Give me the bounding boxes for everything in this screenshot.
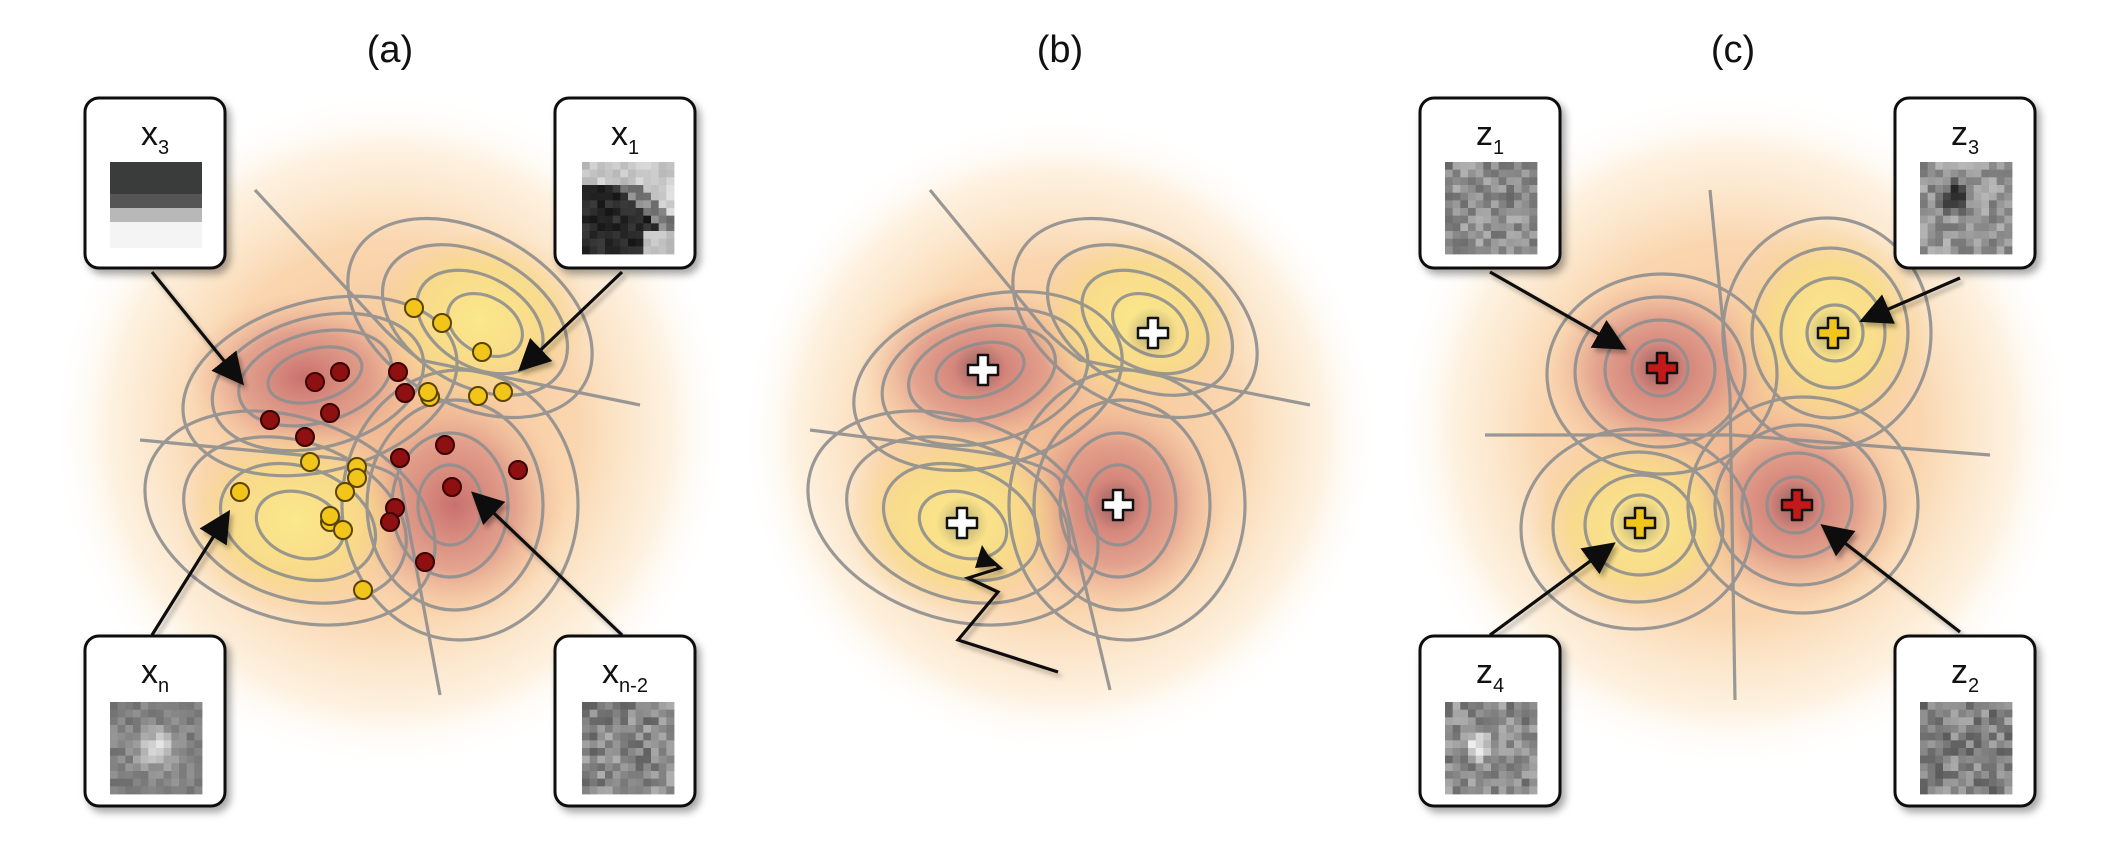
panel-c: z1 z3 z4 z2 <box>1393 90 2073 808</box>
red-plus-marker <box>1780 488 1814 522</box>
yellow-point <box>353 580 373 600</box>
z-3-image <box>1920 162 2013 255</box>
panel-label-b: (b) <box>1037 29 1083 71</box>
dark-red-point <box>395 383 415 403</box>
dark-red-point <box>305 372 325 392</box>
panel-b <box>740 115 1380 755</box>
z-3-label: z3 <box>1951 115 1979 159</box>
mode-markers <box>1623 316 1850 540</box>
white-plus-marker <box>966 353 1000 387</box>
x-1-image <box>582 162 675 255</box>
panel-label-c: (c) <box>1711 29 1755 71</box>
yellow-point <box>333 520 353 540</box>
z-2-image <box>1920 702 2013 795</box>
z-4-image <box>1445 702 1538 795</box>
x-n-2-label: xn-2 <box>602 653 648 697</box>
dark-red-point <box>442 477 462 497</box>
dark-red-point <box>320 403 340 423</box>
arrow-z3 <box>1859 276 1961 324</box>
z-1-label: z1 <box>1476 115 1504 159</box>
yellow-point <box>493 382 513 402</box>
white-plus-marker <box>1101 488 1135 522</box>
dark-red-point <box>415 552 435 572</box>
mode-markers <box>945 316 1170 540</box>
yellow-point <box>320 506 340 526</box>
arrow-z1 <box>1489 270 1627 350</box>
yellow-point <box>300 452 320 472</box>
z-4-label: z4 <box>1476 653 1504 697</box>
dark-red-point <box>388 362 408 382</box>
yellow-point <box>468 386 488 406</box>
x-n-label: xn <box>141 653 169 697</box>
panel-label-a: (a) <box>367 29 413 71</box>
yellow-plus-marker <box>1623 506 1657 540</box>
x-1-label: x1 <box>611 115 639 159</box>
z-1-image <box>1445 162 1538 255</box>
dark-red-point <box>330 362 350 382</box>
white-plus-marker <box>945 506 979 540</box>
dark-red-point <box>295 427 315 447</box>
contour-lines <box>806 188 1311 691</box>
data-points <box>230 298 528 600</box>
dark-red-point <box>390 448 410 468</box>
panel-a: x3 x1 xn xn-2 <box>50 90 730 808</box>
arrow-z4 <box>1489 542 1616 637</box>
arrow-xn <box>150 509 231 636</box>
yellow-point <box>432 313 452 333</box>
arrow-x3 <box>150 270 245 386</box>
contour-lines <box>1485 189 1991 701</box>
yellow-plus-marker <box>1816 316 1850 350</box>
contour-lines <box>139 188 641 696</box>
dark-red-point <box>380 512 400 532</box>
yellow-point <box>472 342 492 362</box>
x-3-label: x3 <box>141 115 169 159</box>
dark-red-point <box>435 435 455 455</box>
yellow-point <box>335 482 355 502</box>
x-3-image <box>110 162 202 248</box>
yellow-point <box>418 382 438 402</box>
red-mode-glow <box>345 390 565 620</box>
sampling-trajectory <box>955 545 1059 674</box>
red-plus-marker <box>1645 351 1679 385</box>
yellow-point <box>404 298 424 318</box>
dark-red-point <box>260 410 280 430</box>
arrow-z2 <box>1820 524 1961 634</box>
dark-red-point <box>508 460 528 480</box>
arrows <box>1489 270 1961 637</box>
z-2-label: z2 <box>1951 653 1979 697</box>
arrows <box>150 270 624 637</box>
yellow-point <box>347 468 367 488</box>
arrow-xn2 <box>471 491 624 637</box>
x-n-2-image <box>582 702 675 795</box>
x-n-image <box>110 702 203 795</box>
white-plus-marker <box>1136 316 1170 350</box>
arrow-x1 <box>518 270 624 372</box>
yellow-point <box>230 482 250 502</box>
